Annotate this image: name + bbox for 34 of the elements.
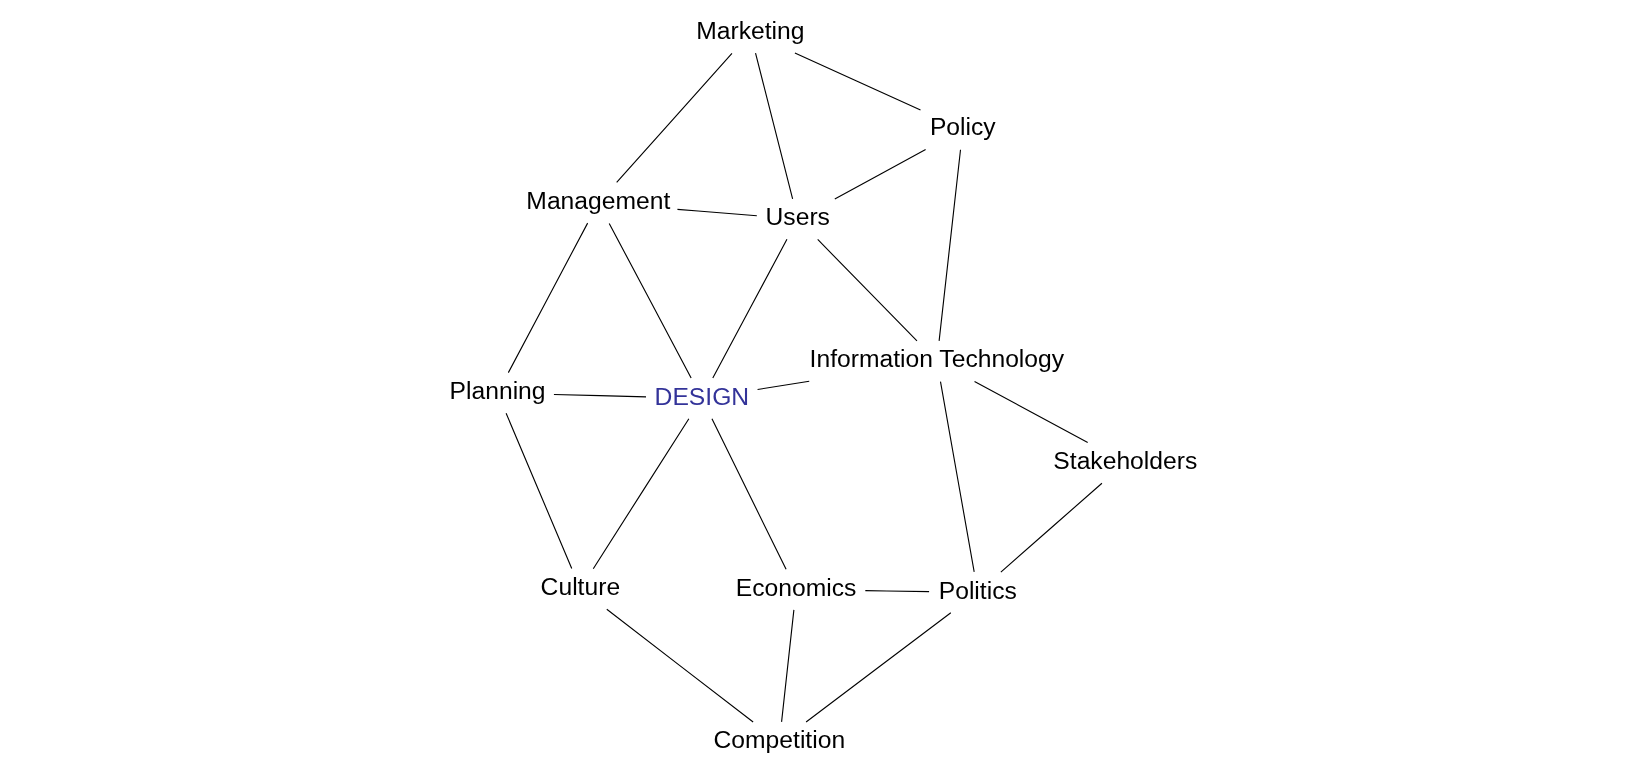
connector — [756, 380, 810, 391]
connector — [939, 381, 975, 573]
connector — [816, 238, 917, 342]
connector — [805, 612, 951, 723]
connector — [754, 52, 793, 200]
connector — [710, 418, 787, 570]
node-text: Management — [525, 187, 670, 215]
connector — [592, 418, 689, 570]
connector — [833, 148, 926, 200]
connector — [507, 222, 588, 374]
connector — [780, 609, 794, 723]
connector — [938, 149, 961, 342]
node-text: DESIGN — [654, 382, 749, 410]
node-text: Stakeholders — [1052, 446, 1197, 474]
node-text: Economics — [735, 573, 856, 601]
node-text: Users — [765, 203, 830, 231]
node-text: Policy — [929, 113, 996, 141]
connector — [793, 52, 921, 111]
node-text: Culture — [540, 573, 620, 601]
connector — [552, 393, 647, 398]
connector — [615, 52, 733, 183]
connector — [999, 482, 1102, 573]
connector — [608, 222, 692, 379]
connector — [973, 380, 1088, 443]
node-text: Politics — [938, 576, 1017, 604]
node-text: Information Technology — [809, 345, 1064, 373]
connector — [676, 208, 757, 217]
connector — [711, 238, 787, 379]
connector — [605, 608, 754, 723]
connector — [505, 412, 572, 570]
node-text: Planning — [449, 377, 546, 405]
node-text: Marketing — [695, 17, 804, 45]
connector — [864, 590, 930, 593]
node-text: Competition — [713, 726, 845, 754]
